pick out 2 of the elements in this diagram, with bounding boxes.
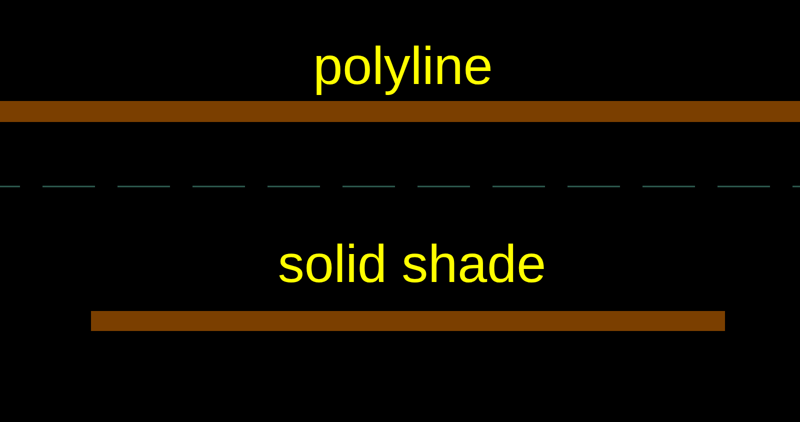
bar-label: polyline — [313, 40, 493, 93]
bar-label: solid shade — [278, 238, 546, 291]
